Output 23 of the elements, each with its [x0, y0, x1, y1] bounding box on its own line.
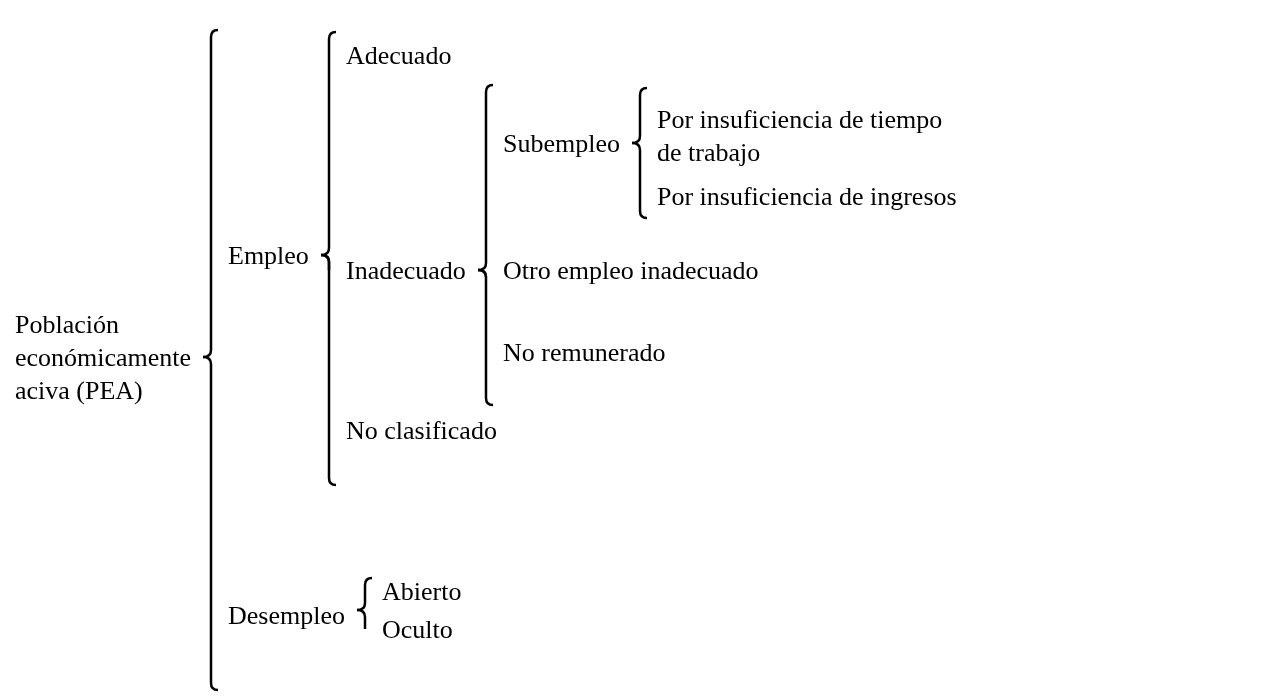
category-label: Otro empleo inadecuado [483, 253, 759, 287]
category-label: No clasificado [326, 413, 497, 447]
category-label: Empleo [208, 238, 324, 272]
category-label: Adecuado [326, 38, 452, 72]
curly-brace [202, 255, 213, 359]
category-label: Inadecuado [326, 253, 481, 287]
category-label: Subempleo [483, 126, 635, 160]
curly-brace [631, 141, 642, 196]
category-label: Población económicamente aciva (PEA) [15, 307, 215, 407]
curly-brace [202, 355, 213, 615]
category-label: Abierto [362, 574, 462, 608]
curly-brace [320, 55, 331, 257]
curly-brace [631, 135, 642, 145]
curly-brace [477, 143, 488, 272]
category-label: Por insuficiencia de ingresos [637, 179, 957, 213]
curly-brace [477, 268, 488, 352]
curly-brace [320, 253, 331, 430]
category-label: No remunerado [483, 335, 666, 369]
category-label: Oculto [362, 612, 453, 646]
category-label: Por insuficiencia de tiempo de trabajo [637, 103, 972, 169]
category-label: Desempleo [208, 598, 360, 632]
curly-brace [356, 608, 367, 629]
curly-brace [356, 591, 367, 612]
